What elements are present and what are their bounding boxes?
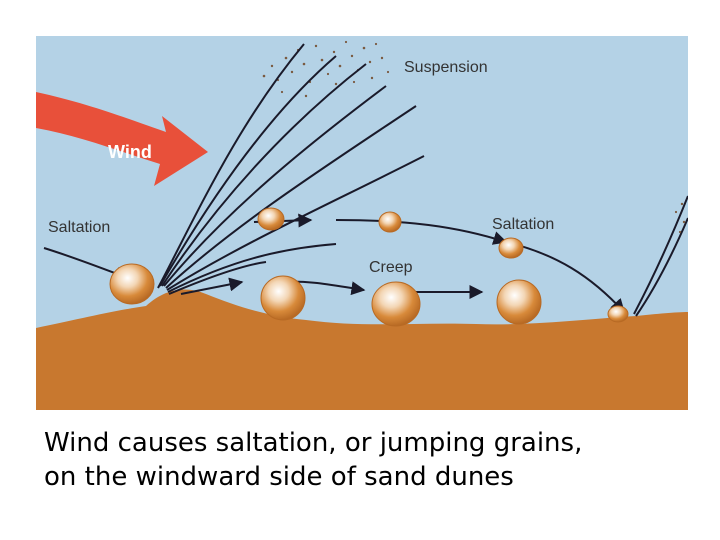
caption: Wind causes saltation, or jumping grains… [44,426,704,494]
caption-line-2: on the windward side of sand dunes [44,462,514,492]
label-suspension: Suspension [404,59,488,76]
label-wind: Wind [108,142,152,162]
label-creep: Creep [369,259,413,276]
grain-saltation-1 [257,207,285,231]
grain-launch [109,263,155,305]
grain-landing [607,305,629,323]
suspension-trajectories-right [633,195,688,317]
sand-grains [109,207,629,327]
wind-arrow-icon [36,92,208,186]
sand-transport-diagram: Suspension Wind Saltation Saltation Cree… [36,36,688,410]
grain-saltation-3 [498,237,524,259]
label-saltation-right: Saltation [492,216,554,233]
grain-creep-1 [260,275,306,321]
suspension-trajectories [157,43,425,295]
label-saltation-left: Saltation [48,219,110,236]
grain-creep-2 [371,281,421,327]
grain-saltation-2 [378,211,402,233]
caption-line-1: Wind causes saltation, or jumping grains… [44,428,583,458]
grain-creep-3 [496,279,542,325]
suspended-dust-right [674,202,686,234]
sand-ground [36,289,688,410]
